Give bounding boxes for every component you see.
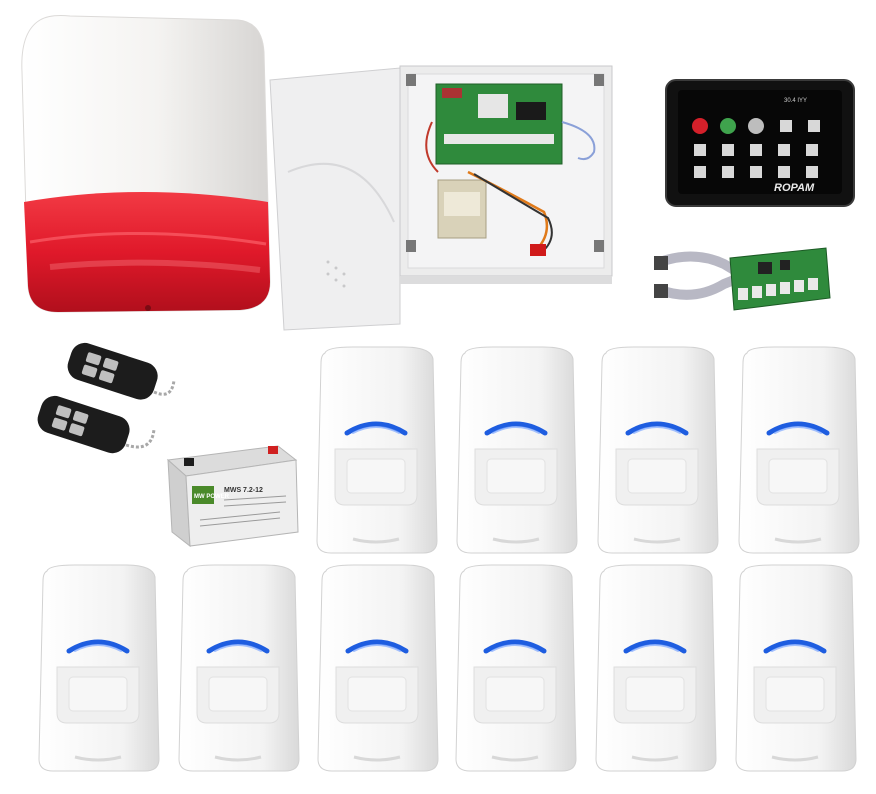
remote-control — [62, 340, 182, 415]
expansion-module — [654, 240, 834, 320]
pir-motion-detector — [453, 345, 579, 557]
pir-motion-detector — [313, 345, 439, 557]
backup-battery: MW POWER MWS 7.2-12 — [160, 440, 300, 550]
keypad-status-text: 30.4 IYY — [784, 98, 807, 104]
battery-brand: MW POWER — [194, 494, 230, 500]
touch-keypad: 30.4 IYY ROPAM — [664, 78, 856, 208]
keypad-brand-logo: ROPAM — [774, 182, 815, 194]
pir-motion-detector — [594, 345, 720, 557]
remote-control — [32, 393, 162, 468]
pir-motion-detector — [452, 563, 578, 775]
pir-motion-detector — [175, 563, 301, 775]
pir-motion-detector — [592, 563, 718, 775]
alarm-icon — [692, 118, 708, 134]
control-panel-enclosure — [268, 62, 618, 332]
pir-motion-detector — [735, 345, 861, 557]
pir-motion-detector — [35, 563, 161, 775]
pir-motion-detector — [732, 563, 858, 775]
battery-model: MWS 7.2-12 — [224, 487, 263, 494]
outdoor-siren — [10, 12, 272, 317]
pir-motion-detector — [314, 563, 440, 775]
